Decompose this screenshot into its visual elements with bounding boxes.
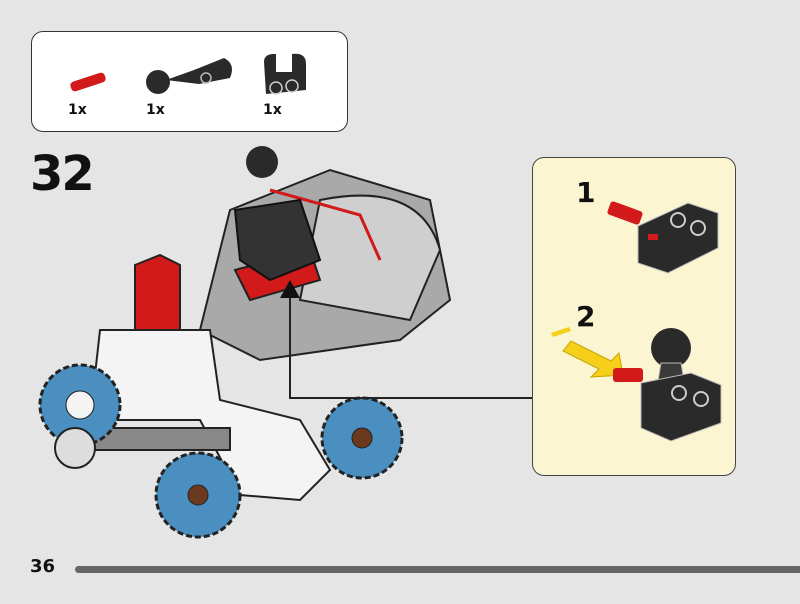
page-number: 36 xyxy=(30,556,56,577)
red-axle-pin-part xyxy=(70,72,106,92)
wheel xyxy=(154,451,242,539)
yellow-arrow-icon xyxy=(551,327,571,337)
substep-1-illustration xyxy=(607,201,719,274)
wheel xyxy=(38,363,122,447)
part-quantity: 1x xyxy=(146,102,165,118)
substep-number: 1 xyxy=(576,176,596,209)
callout-connector-line xyxy=(289,295,532,399)
part-quantity: 1x xyxy=(68,102,87,118)
connector-block-part xyxy=(264,53,306,95)
substep-number: 2 xyxy=(576,300,596,333)
page-progress-bar xyxy=(75,566,800,573)
part-quantity: 1x xyxy=(263,102,282,118)
step-number: 32 xyxy=(30,146,95,202)
wheel xyxy=(320,396,404,480)
substep-2-illustration xyxy=(551,327,722,442)
parts-list-box: 1x 1x 1x xyxy=(31,31,348,132)
insertion-arrow-icon xyxy=(280,280,300,298)
sub-assembly-callout: 1 2 xyxy=(532,157,736,476)
yellow-arrow-icon xyxy=(562,340,624,378)
ball-joint-part xyxy=(146,58,232,94)
